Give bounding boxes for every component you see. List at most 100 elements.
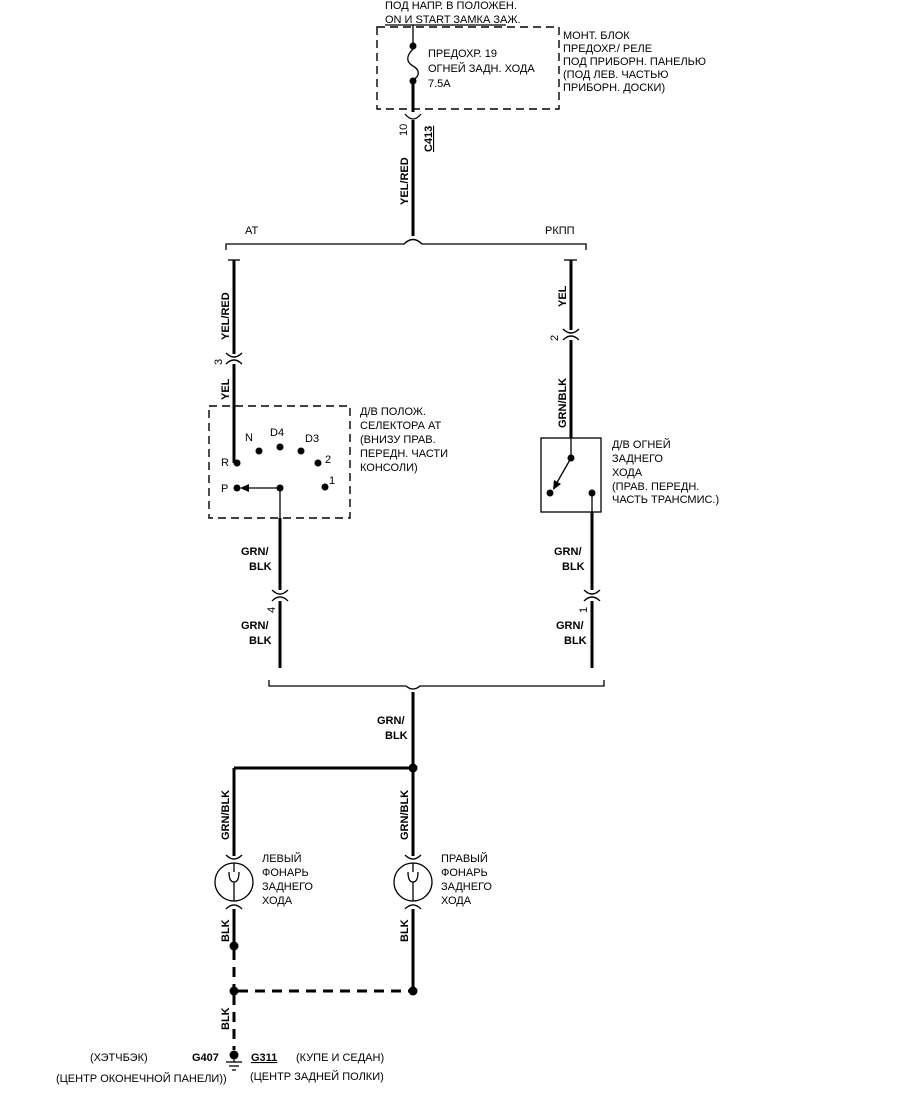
- at-switch-label-line5: КОНСОЛИ): [360, 462, 418, 474]
- fuse-label-line1: ПРЕДОХР. 19: [428, 48, 497, 60]
- right-lamp-label-line3: ЗАДНЕГО: [441, 881, 492, 893]
- at-pos-r: R: [221, 457, 229, 469]
- left-ground-splice: [229, 941, 239, 951]
- right-lamp-connector-bottom: [404, 904, 422, 910]
- connector-c413-pin: 10: [398, 124, 410, 136]
- at-contact-d3: [297, 447, 305, 455]
- mt-out2-label-line2: BLK: [564, 635, 587, 647]
- left-lamp-label-line4: ХОДА: [262, 895, 293, 907]
- right-lamp-label-line1: ПРАВЫЙ: [441, 852, 488, 865]
- mt-switch-label-line4: (ПРАВ. ПЕРЕДН.: [612, 481, 699, 493]
- branch-label-mt: РКПП: [545, 225, 575, 237]
- at-connector-out-pin: 4: [266, 607, 278, 613]
- mt-yel-label: YEL: [557, 285, 569, 307]
- fuse-terminal-top: [409, 42, 417, 50]
- at-pos-p: P: [221, 483, 228, 495]
- left-lamp-label-line2: ФОНАРЬ: [262, 867, 309, 879]
- mt-out-label-line2: BLK: [562, 561, 585, 573]
- at-pos-2: 2: [325, 454, 331, 466]
- at-pos-d3: D3: [305, 433, 319, 445]
- mt-connector-in-top: [562, 328, 580, 334]
- fuse-block-label-line2: ПРЕДОХР./ РЕЛЕ: [563, 43, 652, 55]
- mt-connector-out-pin: 1: [578, 607, 590, 613]
- at-contact-d4: [276, 443, 284, 451]
- at-connector-out-bottom: [271, 596, 289, 602]
- ground-bus-right-splice: [408, 986, 418, 996]
- ground-bus-left-splice: [229, 986, 239, 996]
- fuse-block-label-line1: МОНТ. БЛОК: [563, 30, 630, 42]
- left-lamp-filament-icon: [228, 863, 240, 901]
- at-pos-d4: D4: [270, 427, 284, 439]
- at-connector-in-pin: 3: [213, 359, 225, 365]
- at-connector-in-bottom: [225, 359, 243, 365]
- at-contact-p: [233, 484, 241, 492]
- right-lamp-label-line2: ФОНАРЬ: [441, 867, 488, 879]
- at-yel-red-label: YEL/RED: [220, 292, 232, 340]
- mt-connector-out-top: [583, 589, 601, 595]
- fuse-block-label-line3: ПОД ПРИБОРН. ПАНЕЛЬЮ: [563, 56, 706, 68]
- ground-g311-location: (ЦЕНТР ЗАДНЕЙ ПОЛКИ): [250, 1070, 384, 1083]
- connector-c413-icon: [404, 113, 422, 120]
- top-branch-bracket: [225, 238, 587, 250]
- ground-g311-note: (КУПЕ И СЕДАН): [296, 1052, 384, 1064]
- mt-connector-out-bottom: [583, 596, 601, 602]
- at-selector-arrow-icon: [240, 484, 249, 492]
- ground-drop-label: BLK: [220, 1007, 232, 1030]
- right-lamp-ground-label: BLK: [399, 919, 411, 942]
- left-lamp-connector-bottom: [225, 904, 243, 910]
- mt-grn-blk-label: GRN/BLK: [557, 378, 569, 428]
- fuse-element-icon: [407, 48, 419, 81]
- at-pos-1: 1: [329, 475, 335, 487]
- left-lamp-connector-top: [225, 854, 243, 860]
- at-selector-switch-outline: [208, 405, 351, 519]
- at-switch-label-line3: (ВНИЗУ ПРАВ.: [360, 434, 436, 446]
- at-switch-label-line1: Д/В ПОЛОЖ.: [360, 406, 426, 418]
- at-out2-label-line2: BLK: [249, 635, 272, 647]
- at-out-label-line1: GRN/: [241, 546, 269, 558]
- connector-c413-label: C413: [423, 126, 435, 152]
- ground-g407-note: (ХЭТЧБЭК): [90, 1052, 148, 1064]
- reverse-switch-arrow-icon: [553, 480, 561, 490]
- bottom-merge-bracket: [268, 680, 605, 690]
- main-wire-color-label: YEL/RED: [399, 157, 411, 205]
- at-contact-r: [233, 459, 241, 467]
- fuse-terminal-bottom: [409, 77, 417, 85]
- at-contact-2: [314, 459, 322, 467]
- at-switch-label-line2: СЕЛЕКТОРА АТ: [360, 420, 441, 432]
- at-connector-out-top: [271, 589, 289, 595]
- merged-label-line2: BLK: [385, 730, 408, 742]
- at-contact-n: [255, 447, 263, 455]
- mt-switch-label-line1: Д/В ОГНЕЙ: [612, 438, 671, 451]
- right-lamp-label-line4: ХОДА: [441, 895, 472, 907]
- at-pos-n: N: [245, 432, 253, 444]
- ground-g407-location: (ЦЕНТР ОКОНЕЧНОЙ ПАНЕЛИ)): [56, 1072, 227, 1085]
- mt-switch-label-line3: ХОДА: [612, 467, 643, 479]
- right-lamp-feed-label: GRN/BLK: [399, 790, 411, 840]
- left-lamp-label-line3: ЗАДНЕГО: [262, 881, 313, 893]
- mt-connector-in-pin: 2: [549, 335, 561, 341]
- at-out2-label-line1: GRN/: [241, 620, 269, 632]
- supply-label-line2: ON И START ЗАМКА ЗАЖ.: [385, 14, 521, 26]
- at-out-label-line2: BLK: [249, 561, 272, 573]
- fuse-block-label-line5: ПРИБОРН. ДОСКИ): [563, 82, 665, 94]
- at-yel-label: YEL: [220, 378, 232, 400]
- merged-label-line1: GRN/: [377, 715, 405, 727]
- mt-out-label-line1: GRN/: [554, 546, 582, 558]
- ground-g311-label: G311: [251, 1052, 277, 1064]
- right-lamp-connector-top: [404, 854, 422, 860]
- supply-label-line1: ПОД НАПР. В ПОЛОЖЕН.: [385, 0, 517, 12]
- mt-switch-label-line2: ЗАДНЕГО: [612, 453, 663, 465]
- left-lamp-ground-label: BLK: [220, 919, 232, 942]
- at-switch-label-line4: ПЕРЕДН. ЧАСТИ: [360, 448, 448, 460]
- left-lamp-feed-label: GRN/BLK: [220, 790, 232, 840]
- reverse-switch-blade: [554, 457, 572, 487]
- mt-out2-label-line1: GRN/: [556, 620, 584, 632]
- at-connector-in-top: [225, 352, 243, 358]
- ground-g407-label: G407: [192, 1052, 219, 1064]
- left-lamp-label-line1: ЛЕВЫЙ: [262, 852, 302, 865]
- at-contact-1: [321, 483, 329, 491]
- fuse-block-outline: [376, 26, 560, 110]
- fuse-block-label-line4: (ПОД ЛЕВ. ЧАСТЬЮ: [563, 69, 668, 81]
- fuse-label-line3: 7.5A: [428, 78, 451, 90]
